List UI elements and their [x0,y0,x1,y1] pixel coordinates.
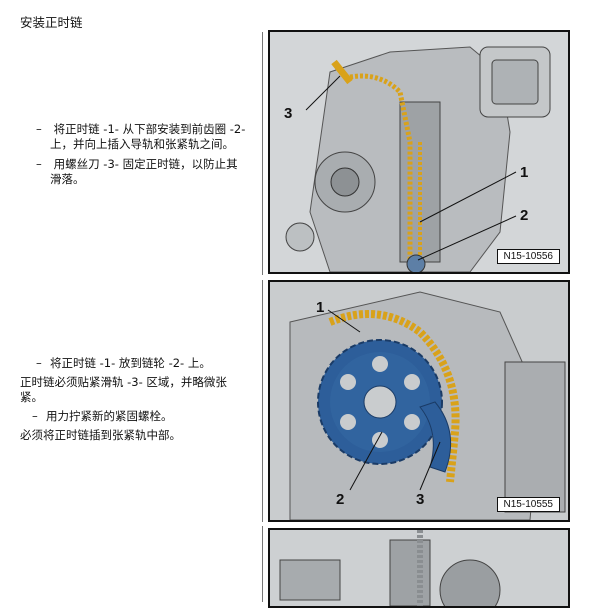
engine-illustration-1: 3 1 2 [270,32,568,272]
callout-3: 3 [416,491,424,508]
engine-illustration-3 [270,530,568,606]
separator [262,526,263,602]
figure-engine-chain-install: 3 1 2 N15-10556 [268,30,570,274]
note-2: 必须将正时链插到张紧轨中部。 [20,428,181,442]
separator [262,280,263,522]
callout-2: 2 [336,491,344,508]
figure-label: N15-10555 [496,497,560,512]
figure-partial [268,528,570,608]
separator [262,32,263,275]
engine-illustration-2: 1 2 3 [270,282,568,520]
step-1: 将正时链 -1- 从下部安装到前齿圈 -2-上，并向上插入导轨和张紧轨之间。 [24,122,254,152]
section1-text: 将正时链 -1- 从下部安装到前齿圈 -2-上，并向上插入导轨和张紧轨之间。 用… [24,122,254,187]
note-1: 正时链必须贴紧滑轨 -3- 区域，并略微张紧。 [20,375,227,404]
figure-label: N15-10556 [496,249,560,264]
callout-1: 1 [316,299,324,316]
callout-1: 1 [520,164,528,181]
figure-sprocket-chain: 1 2 3 N15-10555 [268,280,570,522]
step-3: 将正时链 -1- 放到链轮 -2- 上。 [20,356,260,371]
callout-3: 3 [284,105,292,122]
section2-text: 将正时链 -1- 放到链轮 -2- 上。 正时链必须贴紧滑轨 -3- 区域，并略… [20,356,260,443]
callout-2: 2 [520,207,528,224]
page-title: 安装正时链 [20,15,83,30]
step-4: 用力拧紧新的紧固螺栓。 [20,409,260,424]
